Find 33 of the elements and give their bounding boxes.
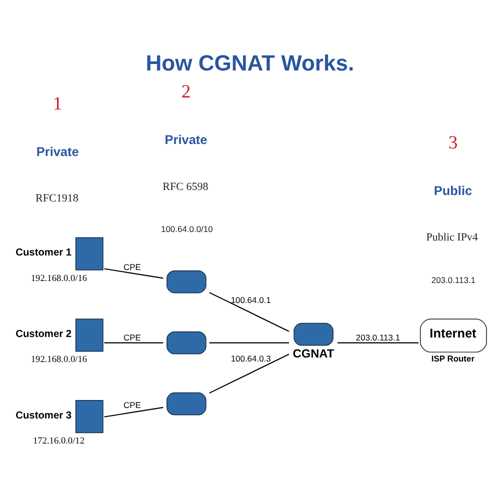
connector bbox=[104, 268, 164, 279]
edge-label: 100.64.0.1 bbox=[230, 294, 271, 305]
label: 1 bbox=[52, 93, 62, 114]
label: RFC 6598 bbox=[162, 180, 208, 193]
label: 203.0.113.1 bbox=[431, 275, 476, 286]
label: Public IPv4 bbox=[426, 232, 478, 244]
node-label: ISP Router bbox=[431, 353, 475, 364]
connector bbox=[209, 342, 289, 344]
node-label: Customer 1 bbox=[16, 248, 72, 259]
edge-label: 100.64.0.3 bbox=[230, 353, 271, 364]
node-label: 172.16.0.0/12 bbox=[33, 436, 84, 447]
label: Private bbox=[164, 132, 208, 148]
label: 3 bbox=[448, 132, 458, 154]
node-label: 192.168.0.0/16 bbox=[30, 274, 88, 284]
label: Private bbox=[36, 144, 79, 159]
diagram-title: How CGNAT Works. bbox=[146, 50, 354, 76]
edge-label: CPE bbox=[123, 262, 141, 272]
connector bbox=[338, 342, 419, 344]
label: 100.64.0.0/10 bbox=[161, 224, 213, 234]
edge-label: 203.0.113.1 bbox=[356, 332, 400, 342]
edge-label: CPE bbox=[123, 400, 141, 410]
label: RFC1918 bbox=[36, 192, 78, 205]
edge-label: CPE bbox=[123, 332, 141, 342]
node-label: CGNAT bbox=[292, 346, 334, 360]
node-label: 192.168.0.0/16 bbox=[30, 355, 88, 366]
connector bbox=[104, 342, 164, 344]
connector bbox=[209, 292, 290, 332]
connector bbox=[209, 354, 290, 394]
label: Public bbox=[434, 182, 472, 198]
label: 2 bbox=[181, 82, 191, 103]
node-label: Customer 3 bbox=[16, 410, 72, 422]
connector bbox=[104, 406, 164, 418]
node-label: Customer 2 bbox=[16, 328, 72, 340]
